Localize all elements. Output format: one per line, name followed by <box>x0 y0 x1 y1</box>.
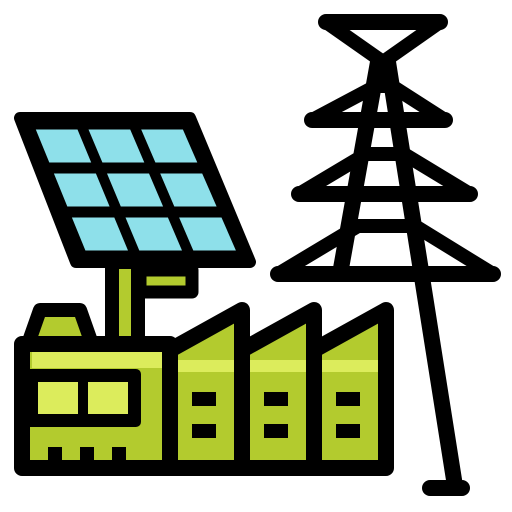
factory-sheds <box>162 302 394 476</box>
panel-cells <box>35 129 236 251</box>
generator-icon <box>14 303 178 476</box>
panel-cell <box>88 129 145 163</box>
factory-window <box>336 392 360 406</box>
panel-cell <box>53 173 110 207</box>
panel-cell <box>107 173 164 207</box>
generator-button <box>112 447 126 461</box>
factory-shed <box>162 302 250 476</box>
panel-cell <box>141 129 198 163</box>
panel-cell <box>160 173 217 207</box>
panel-cell <box>35 129 92 163</box>
panel-cell <box>71 217 128 251</box>
generator-button <box>80 447 94 461</box>
factory-window <box>264 424 288 438</box>
factory-shed <box>234 302 322 476</box>
factory-window <box>192 392 216 406</box>
panel-bracket <box>133 263 199 299</box>
panel-cell <box>125 217 182 251</box>
factory-window <box>192 424 216 438</box>
transmission-tower-icon <box>270 14 501 496</box>
generator-button <box>48 447 62 461</box>
factory-window <box>336 424 360 438</box>
solar-panel-icon <box>14 112 256 351</box>
panel-cell <box>179 217 236 251</box>
factory-window <box>264 392 288 406</box>
generator-screen-left <box>38 382 78 414</box>
factory-shed <box>306 302 394 476</box>
generator-screen-right <box>88 382 128 414</box>
factory-icon <box>162 302 394 476</box>
